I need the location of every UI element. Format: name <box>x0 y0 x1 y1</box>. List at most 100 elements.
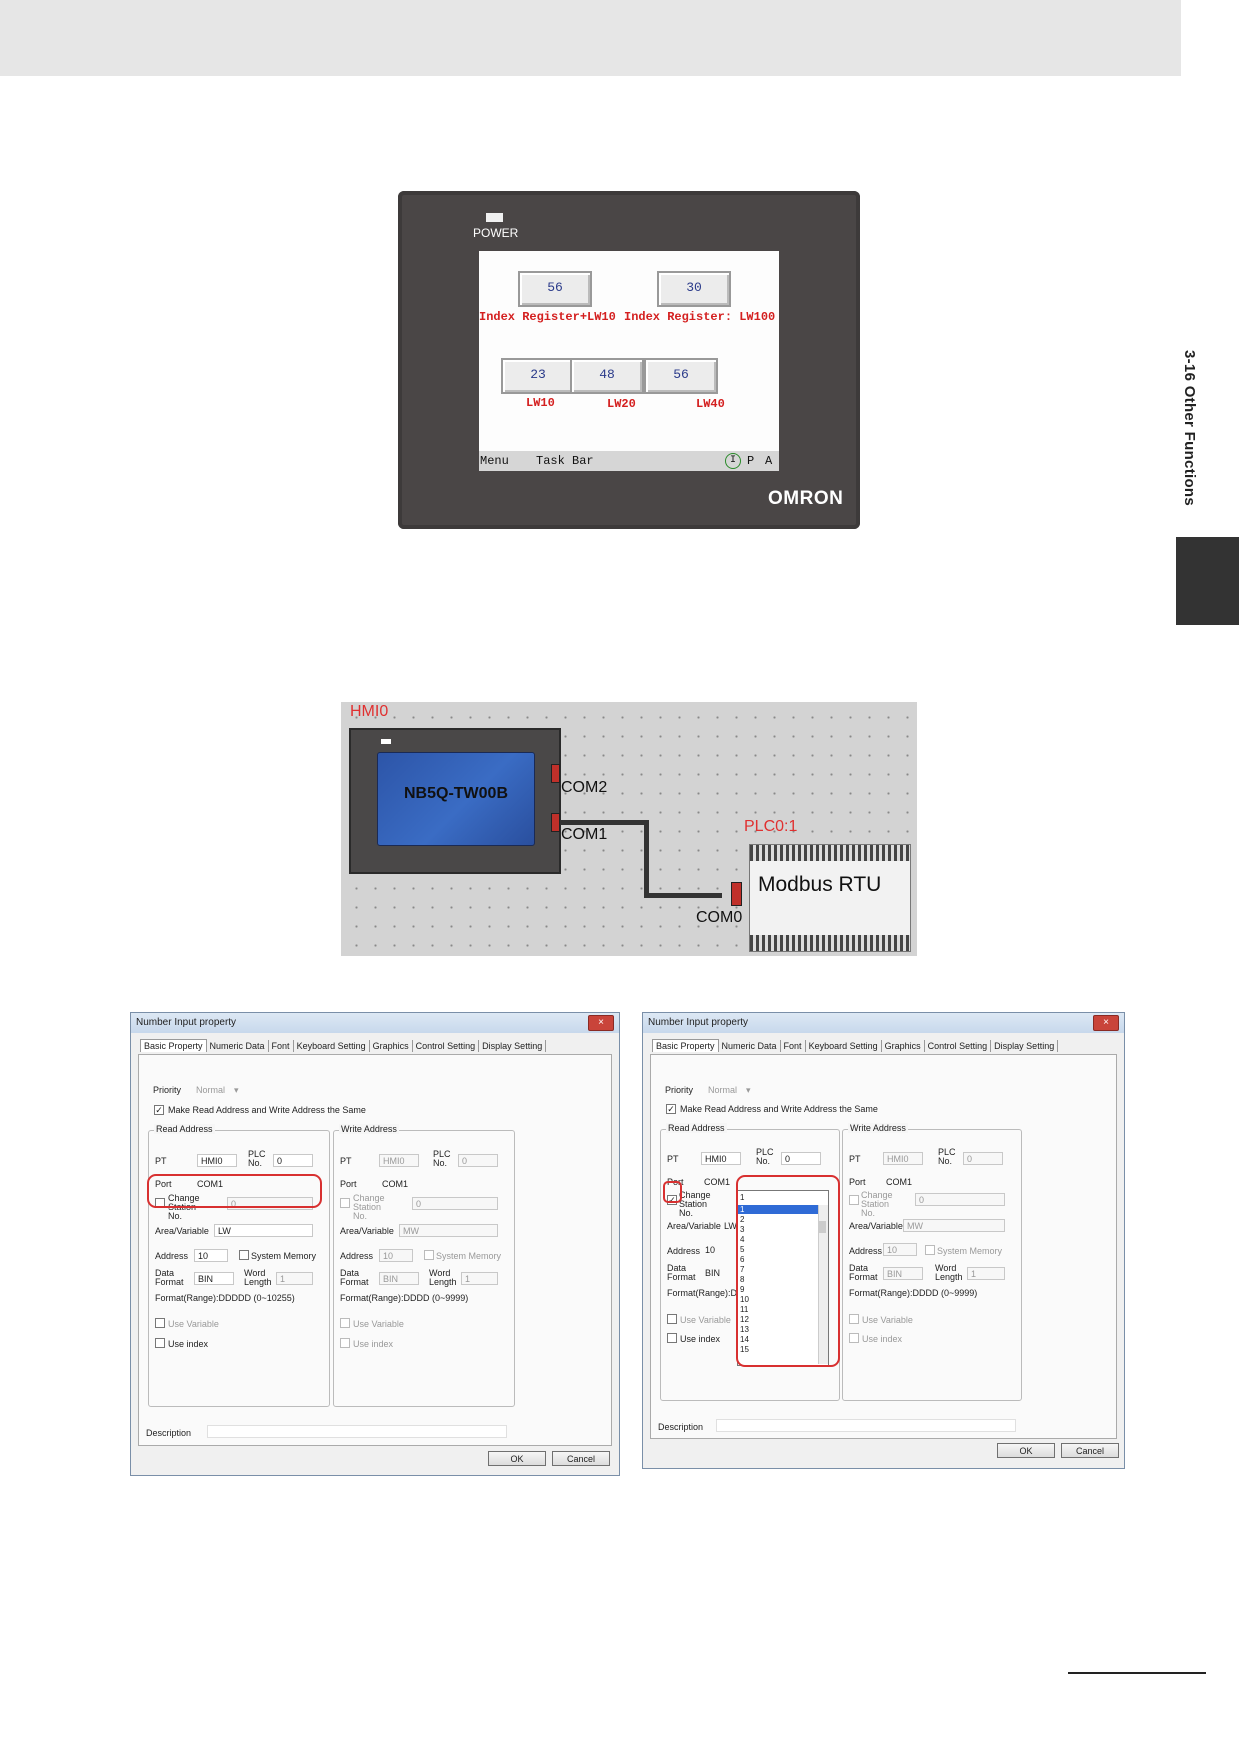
dropdown-scrollbar-thumb[interactable] <box>819 1221 826 1233</box>
dialog-titlebar: Number Input property × <box>131 1013 619 1033</box>
station-option[interactable]: 15 <box>740 1345 749 1354</box>
close-icon[interactable]: × <box>588 1015 614 1031</box>
plc-no-select[interactable]: 0 <box>273 1154 313 1167</box>
write-station-no-select[interactable]: 0 <box>915 1193 1005 1206</box>
tab-graphics[interactable]: Graphics <box>370 1040 413 1052</box>
taskbar-p-icon[interactable]: P <box>747 454 755 468</box>
write-area-variable-select[interactable]: MW <box>399 1224 498 1237</box>
write-plc-no-select[interactable]: 0 <box>963 1152 1003 1165</box>
number-input-3[interactable]: 23 <box>501 358 575 394</box>
use-index-checkbox[interactable] <box>155 1338 165 1348</box>
tab-keyboard-setting[interactable]: Keyboard Setting <box>294 1040 370 1052</box>
com2-port[interactable] <box>551 764 560 783</box>
address-input[interactable]: 10 <box>194 1249 228 1262</box>
number-input-5[interactable]: 56 <box>644 358 718 394</box>
write-change-station-checkbox[interactable] <box>340 1198 350 1208</box>
number-input-2[interactable]: 30 <box>657 271 731 307</box>
write-use-variable-checkbox[interactable] <box>340 1318 350 1328</box>
write-system-memory-checkbox[interactable] <box>925 1245 935 1255</box>
com0-port[interactable] <box>731 882 742 906</box>
area-variable-select[interactable]: LW <box>214 1224 313 1237</box>
tab-basic-property[interactable]: Basic Property <box>140 1039 207 1052</box>
station-option[interactable]: 13 <box>740 1325 749 1334</box>
data-format-select[interactable]: BIN <box>705 1268 721 1278</box>
station-option[interactable]: 11 <box>740 1305 749 1314</box>
taskbar-a-icon[interactable]: A <box>765 454 773 468</box>
tab-control-setting[interactable]: Control Setting <box>925 1040 992 1052</box>
close-icon[interactable]: × <box>1093 1015 1119 1031</box>
pt-select[interactable]: HMI0 <box>197 1154 237 1167</box>
write-pt-select[interactable]: HMI0 <box>379 1154 419 1167</box>
number-input-1[interactable]: 56 <box>518 271 592 307</box>
write-data-format-select[interactable]: BIN <box>379 1272 419 1285</box>
ok-button[interactable]: OK <box>997 1443 1055 1458</box>
use-variable-checkbox[interactable] <box>155 1318 165 1328</box>
taskbar-task-bar[interactable]: Task Bar <box>536 454 594 468</box>
write-data-format-select[interactable]: BIN <box>883 1267 923 1280</box>
write-system-memory-checkbox[interactable] <box>424 1250 434 1260</box>
station-option[interactable]: 7 <box>740 1265 745 1274</box>
write-area-variable-select[interactable]: MW <box>903 1219 1005 1232</box>
write-address-input[interactable]: 10 <box>379 1249 413 1262</box>
priority-chevron-down-icon[interactable]: ▾ <box>746 1085 751 1095</box>
plc-no-select[interactable]: 0 <box>781 1152 821 1165</box>
taskbar-menu[interactable]: Menu <box>480 454 509 468</box>
tab-numeric-data[interactable]: Numeric Data <box>207 1040 269 1052</box>
com1-port[interactable] <box>551 813 560 832</box>
write-word-length-select[interactable]: 1 <box>967 1267 1005 1280</box>
same-address-checkbox[interactable]: ✓ <box>666 1104 676 1114</box>
tab-basic-property[interactable]: Basic Property <box>652 1039 719 1052</box>
priority-select[interactable]: Normal <box>196 1085 226 1095</box>
priority-select[interactable]: Normal <box>708 1085 738 1095</box>
cancel-button[interactable]: Cancel <box>1061 1443 1119 1458</box>
write-use-index-checkbox[interactable] <box>340 1338 350 1348</box>
station-option[interactable]: 6 <box>740 1255 745 1264</box>
word-length-select[interactable]: 1 <box>276 1272 313 1285</box>
write-change-station-checkbox[interactable] <box>849 1195 859 1205</box>
station-option[interactable]: 8 <box>740 1275 745 1284</box>
data-format-select[interactable]: BIN <box>194 1272 234 1285</box>
ok-button[interactable]: OK <box>488 1451 546 1466</box>
write-station-no-select[interactable]: 0 <box>412 1197 498 1210</box>
tab-font[interactable]: Font <box>269 1040 294 1052</box>
tab-numeric-data[interactable]: Numeric Data <box>719 1040 781 1052</box>
station-option[interactable]: 1 <box>740 1205 745 1214</box>
station-option[interactable]: 14 <box>740 1335 749 1344</box>
tab-font[interactable]: Font <box>781 1040 806 1052</box>
tab-display-setting[interactable]: Display Setting <box>991 1040 1059 1052</box>
description-input[interactable] <box>207 1425 507 1438</box>
write-plc-no-select[interactable]: 0 <box>458 1154 498 1167</box>
plc-node[interactable]: Modbus RTU <box>749 844 911 952</box>
same-address-checkbox[interactable]: ✓ <box>154 1105 164 1115</box>
system-memory-checkbox[interactable] <box>239 1250 249 1260</box>
station-option[interactable]: 4 <box>740 1235 745 1244</box>
station-option[interactable]: 10 <box>740 1295 749 1304</box>
station-option[interactable]: 5 <box>740 1245 745 1254</box>
station-option[interactable]: 2 <box>740 1215 745 1224</box>
area-variable-select[interactable]: LW <box>724 1221 737 1231</box>
station-option[interactable]: 9 <box>740 1285 745 1294</box>
number-input-4[interactable]: 48 <box>570 358 644 394</box>
use-variable-checkbox[interactable] <box>667 1314 677 1324</box>
write-address-input[interactable]: 10 <box>883 1243 917 1256</box>
pt-select[interactable]: HMI0 <box>701 1152 741 1165</box>
write-use-variable-checkbox[interactable] <box>849 1314 859 1324</box>
cancel-button[interactable]: Cancel <box>552 1451 610 1466</box>
description-input[interactable] <box>716 1419 1016 1432</box>
write-use-index-checkbox[interactable] <box>849 1333 859 1343</box>
priority-chevron-down-icon[interactable]: ▾ <box>234 1085 239 1095</box>
station-option[interactable]: 12 <box>740 1315 749 1324</box>
write-word-length-select[interactable]: 1 <box>461 1272 498 1285</box>
taskbar-i-icon[interactable]: I <box>725 453 741 469</box>
tab-keyboard-setting[interactable]: Keyboard Setting <box>806 1040 882 1052</box>
station-option[interactable]: 3 <box>740 1225 745 1234</box>
dropdown-scrollbar[interactable] <box>818 1205 828 1364</box>
tab-control-setting[interactable]: Control Setting <box>413 1040 480 1052</box>
write-pt-select[interactable]: HMI0 <box>883 1152 923 1165</box>
tab-graphics[interactable]: Graphics <box>882 1040 925 1052</box>
tab-display-setting[interactable]: Display Setting <box>479 1040 547 1052</box>
use-index-checkbox[interactable] <box>667 1333 677 1343</box>
address-input[interactable]: 10 <box>705 1245 716 1255</box>
